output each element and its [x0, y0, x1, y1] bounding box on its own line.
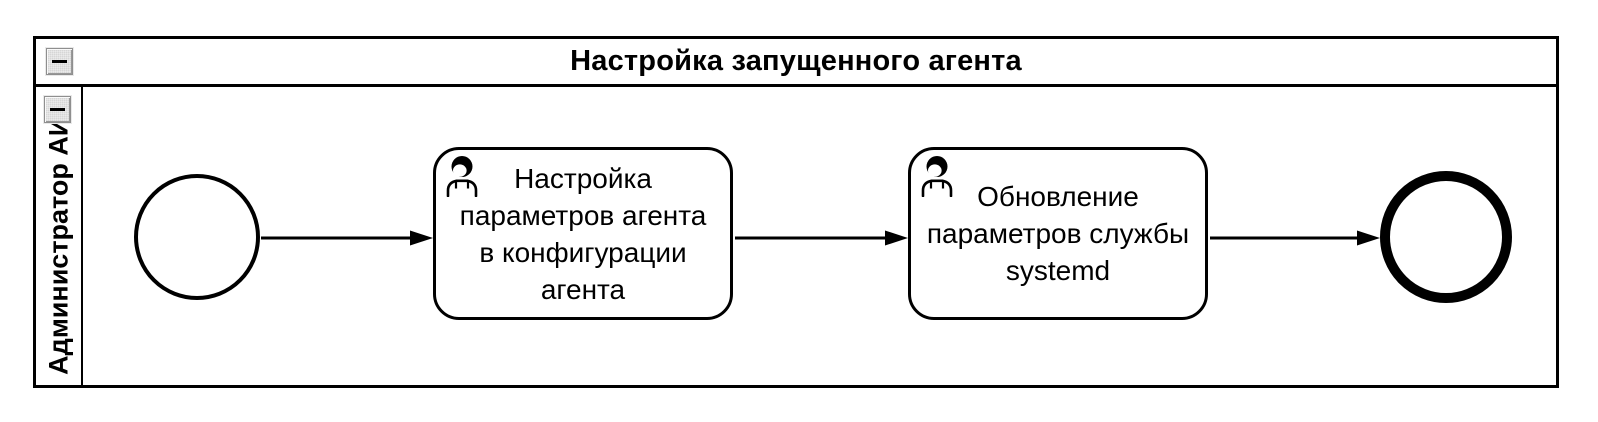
pool[interactable]: Настройка запущенного агента Администрат…: [33, 36, 1559, 388]
task-label: Настройка параметров агента в конфигурац…: [459, 162, 707, 305]
lane-collapse-button[interactable]: [44, 96, 71, 123]
task-label: Обновление параметров службы systemd: [926, 181, 1190, 286]
sequence-flow-1[interactable]: [261, 230, 433, 246]
user-icon: [446, 156, 478, 197]
start-event[interactable]: [134, 174, 260, 300]
task-update-systemd-service[interactable]: Обновление параметров службы systemd: [908, 147, 1208, 320]
end-event[interactable]: [1380, 171, 1512, 303]
user-icon: [921, 156, 953, 197]
minus-icon: [50, 108, 65, 111]
task-configure-agent-parameters[interactable]: Настройка параметров агента в конфигурац…: [433, 147, 733, 320]
pool-title: Настройка запущенного агента: [570, 45, 1022, 77]
pool-collapse-button[interactable]: [46, 48, 73, 75]
pool-header[interactable]: Настройка запущенного агента: [36, 39, 1556, 87]
minus-icon: [52, 60, 67, 63]
sequence-flow-3[interactable]: [1210, 230, 1380, 246]
sequence-flow-2[interactable]: [735, 230, 908, 246]
lane-header[interactable]: Администратор АИС: [36, 87, 83, 385]
lane-label: Администратор АИС: [43, 97, 73, 375]
